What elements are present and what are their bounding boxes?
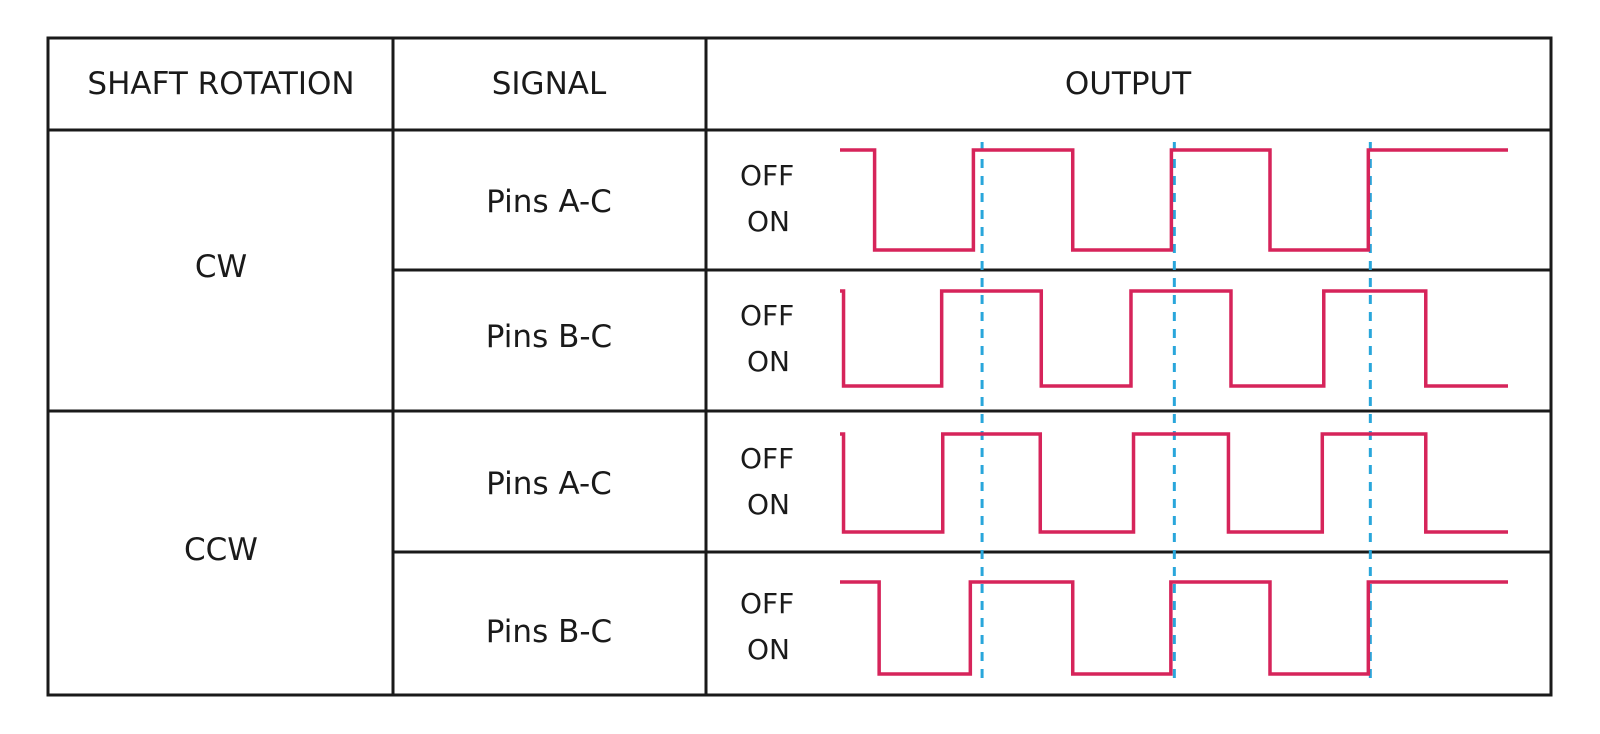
level-label-off: OFF [740,159,794,192]
table-border [46,36,1553,697]
reference-lines [980,142,1372,680]
waveform-ccw-a-c [840,432,1508,534]
level-label-on: ON [747,633,790,666]
rotation-label-cw: CW [195,249,247,285]
level-label-on: ON [747,488,790,521]
level-label-off: OFF [740,587,794,620]
waveform-ccw-b-c [840,580,1508,676]
table-grid [46,36,1553,697]
waveforms [840,148,1508,676]
signal-label: Pins B-C [486,319,612,355]
waveform-cw-b-c [840,289,1508,388]
header-signal: SIGNAL [492,66,607,102]
level-label-off: OFF [740,299,794,332]
level-label-on: ON [747,345,790,378]
level-label-off: OFF [740,442,794,475]
rotation-label-ccw: CCW [184,532,258,568]
level-label-on: ON [747,205,790,238]
header-shaft-rotation: SHAFT ROTATION [87,66,354,102]
signal-label: Pins B-C [486,614,612,650]
header-output: OUTPUT [1065,66,1192,102]
signal-label: Pins A-C [486,466,612,502]
waveform-cw-a-c [840,148,1508,252]
signal-label: Pins A-C [486,184,612,220]
